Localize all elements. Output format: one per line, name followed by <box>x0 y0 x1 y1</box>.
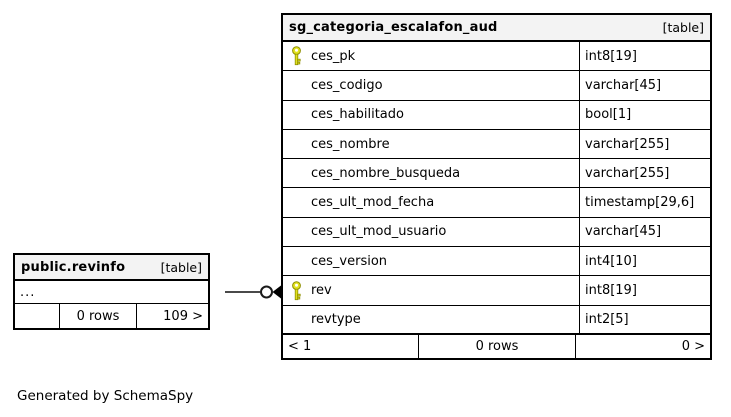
column-type: varchar[45] <box>585 224 662 240</box>
table-row[interactable]: revtype int2[5] <box>283 305 710 335</box>
column-name: ces_version <box>311 253 388 269</box>
footer-page-prev <box>15 304 60 328</box>
table-footer: 0 rows 109 > <box>15 304 208 328</box>
column-name: revtype <box>311 311 361 327</box>
primary-key-icon <box>292 46 301 66</box>
collapsed-columns-row: ... <box>15 281 208 304</box>
column-name: ces_pk <box>311 48 356 64</box>
column-type: varchar[45] <box>585 77 662 93</box>
column-name: ces_ult_mod_fecha <box>311 195 435 211</box>
table-footer: < 1 0 rows 0 > <box>283 334 710 358</box>
column-type: varchar[255] <box>585 136 670 152</box>
table-title: public.revinfo <box>21 259 126 275</box>
footer-row-count: 0 rows <box>60 304 137 328</box>
table-header: sg_categoria_escalafon_aud [table] <box>283 15 710 42</box>
column-name: ces_habilitado <box>311 107 404 123</box>
table-row[interactable]: ces_habilitado bool[1] <box>283 100 710 130</box>
footer-page-next: 0 > <box>681 338 705 354</box>
edge-arrowhead-icon <box>272 285 281 299</box>
column-name: ces_ult_mod_usuario <box>311 224 447 240</box>
table-row[interactable]: ces_pk int8[19] <box>283 42 710 72</box>
column-name: ces_codigo <box>311 77 383 93</box>
table-row[interactable]: ces_ult_mod_usuario varchar[45] <box>283 217 710 248</box>
column-type: bool[1] <box>585 107 632 123</box>
table-node-sg-categoria-escalafon-aud[interactable]: sg_categoria_escalafon_aud [table] ces_p… <box>281 13 712 360</box>
table-row[interactable]: ces_nombre varchar[255] <box>283 129 710 160</box>
footer-row-count: 0 rows <box>419 334 576 358</box>
column-name: rev <box>311 283 332 299</box>
table-row[interactable]: ces_codigo varchar[45] <box>283 71 710 101</box>
column-type: int8[19] <box>585 48 637 64</box>
generated-by-caption: Generated by SchemaSpy <box>17 388 194 404</box>
primary-key-icon <box>292 280 301 300</box>
column-name: ces_nombre_busqueda <box>311 165 461 181</box>
table-type-label: [table] <box>662 20 704 35</box>
column-type: int8[19] <box>585 283 637 299</box>
column-type: timestamp[29,6] <box>585 195 695 211</box>
column-name: ces_nombre <box>311 136 390 152</box>
footer-page-prev: < 1 <box>283 334 419 358</box>
column-type: varchar[255] <box>585 165 670 181</box>
column-rows: ces_pk int8[19] ces_codigo varchar[45] <box>283 42 710 335</box>
table-row[interactable]: rev int8[19] <box>283 276 710 306</box>
table-type-label: [table] <box>160 259 202 275</box>
table-title: sg_categoria_escalafon_aud <box>289 20 498 35</box>
table-row[interactable]: ces_nombre_busqueda varchar[255] <box>283 159 710 189</box>
column-type: int2[5] <box>585 311 629 327</box>
footer-page-next: 109 > <box>163 308 203 324</box>
table-header: public.revinfo [table] <box>15 255 208 281</box>
table-node-public-revinfo[interactable]: public.revinfo [table] ... 0 rows 109 > <box>13 253 210 330</box>
edge-zero-circle <box>260 285 273 299</box>
table-row[interactable]: ces_ult_mod_fecha timestamp[29,6] <box>283 188 710 218</box>
table-row[interactable]: ces_version int4[10] <box>283 247 710 277</box>
column-type: int4[10] <box>585 253 637 269</box>
